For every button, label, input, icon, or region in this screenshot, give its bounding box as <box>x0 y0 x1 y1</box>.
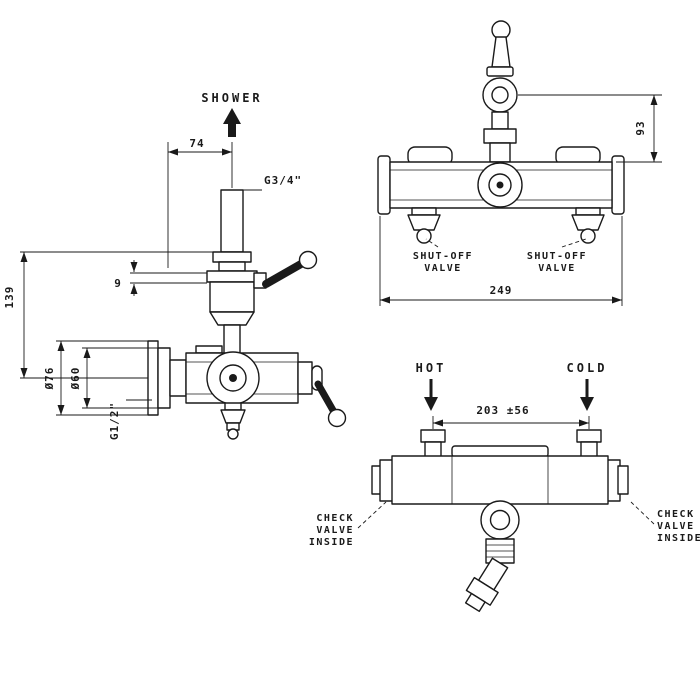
bottom-view-dimensions <box>357 416 655 529</box>
front-view-dimensions <box>379 94 662 306</box>
hot-label: HOT <box>416 361 447 375</box>
side-view-body <box>147 108 347 440</box>
shutoff-right-label-line2: VALVE <box>538 263 576 274</box>
cold-inlet-stub <box>576 429 602 458</box>
hot-arrow-icon <box>424 379 438 411</box>
shutoff-valve-right <box>571 207 605 244</box>
dim-74-label: 74 <box>189 137 204 150</box>
cold-arrow-icon <box>580 379 594 411</box>
riser-pipe <box>220 189 244 253</box>
check-left-label-line3: INSIDE <box>309 537 354 548</box>
shutoff-left-label-line1: SHUT-OFF <box>413 251 473 262</box>
thread-top-label: G3/4" <box>264 174 302 187</box>
check-left-label-line2: VALVE <box>316 525 354 536</box>
dia-60-label: Ø60 <box>69 367 82 391</box>
side-view-dimensions <box>20 142 262 416</box>
thread-bottom-label: G1/2" <box>108 402 121 440</box>
shutoff-left-label-line2: VALVE <box>424 263 462 274</box>
upper-lever-handle <box>253 250 318 289</box>
dim-139-label: 139 <box>3 286 16 309</box>
front-view-body <box>377 20 625 244</box>
shower-arrow-icon <box>223 108 241 137</box>
dim-249-label: 249 <box>490 284 513 297</box>
dia-76-label: Ø76 <box>43 367 56 391</box>
bottom-outlet-port <box>220 402 246 440</box>
ribbed-adjuster <box>485 538 515 564</box>
shutoff-right-label-line1: SHUT-OFF <box>527 251 587 262</box>
check-right-label-line2: VALVE <box>657 521 695 532</box>
dim-9-label: 9 <box>114 277 122 290</box>
check-right-label-line1: CHECK <box>657 509 695 520</box>
check-right-label-line3: INSIDE <box>657 533 700 544</box>
front-lever-handle <box>486 20 514 77</box>
cold-label: COLD <box>567 361 608 375</box>
shutoff-valve-left <box>407 207 441 244</box>
lower-lever-handle <box>314 380 347 428</box>
angled-outlet <box>464 557 509 613</box>
check-left-label-line1: CHECK <box>316 513 354 524</box>
shower-label: SHOWER <box>201 91 262 105</box>
bottom-view-body <box>371 429 629 613</box>
hot-inlet-stub <box>420 429 446 458</box>
dim-93-label: 93 <box>634 120 647 135</box>
dim-203-label: 203 ±56 <box>476 404 529 417</box>
